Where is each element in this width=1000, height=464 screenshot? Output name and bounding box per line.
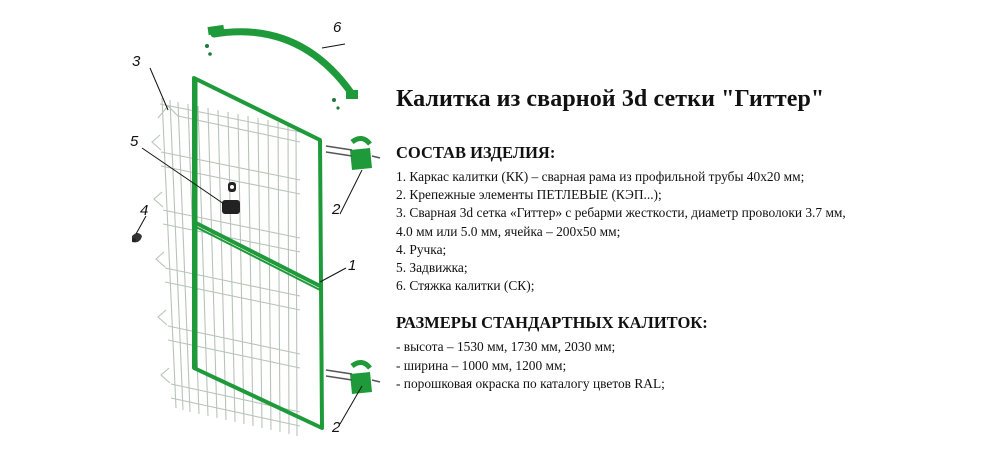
composition-item: 5. Задвижка; xyxy=(396,260,468,276)
leader-lines xyxy=(135,43,363,425)
composition-item: 4. Ручка; xyxy=(396,241,447,257)
mesh-panel xyxy=(151,97,301,437)
callout-3: 3 xyxy=(132,53,141,70)
sizes-item: - высота – 1530 мм, 1730 мм, 2030 мм; xyxy=(396,339,616,355)
handle-part xyxy=(132,233,142,243)
page-title: Калитка из сварной 3d сетки "Гиттер" xyxy=(396,86,825,112)
composition-heading: СОСТАВ ИЗДЕЛИЯ: xyxy=(396,143,556,162)
callout-2-top: 2 xyxy=(331,201,341,218)
arch-brace xyxy=(205,24,358,110)
composition-item: 1. Каркас калитки (КК) – сварная рама из… xyxy=(396,169,805,184)
callout-1: 1 xyxy=(348,257,356,274)
composition-item: 4.0 мм или 5.0 мм, ячейка – 200х50 мм; xyxy=(396,223,621,239)
composition-item: 2. Крепежные элементы ПЕТЛЕВЫЕ (КЭП...); xyxy=(396,187,662,203)
sizes-section: РАЗМЕРЫ СТАНДАРТНЫХ КАЛИТОК: - высота – … xyxy=(396,313,986,393)
composition-item: 6. Стяжка калитки (СК); xyxy=(396,278,535,294)
composition-item: 3. Сварная 3d сетка «Гиттер» с ребарми ж… xyxy=(396,205,846,221)
callout-4: 4 xyxy=(140,202,148,219)
latch xyxy=(222,182,240,214)
gate-exploded-diagram: 3 5 4 1 6 2 2 xyxy=(130,19,381,437)
callout-5: 5 xyxy=(130,133,139,150)
hinge-bottom xyxy=(325,360,381,394)
composition-section: СОСТАВ ИЗДЕЛИЯ: 1. Каркас калитки (КК) –… xyxy=(396,143,986,295)
sizes-heading: РАЗМЕРЫ СТАНДАРТНЫХ КАЛИТОК: xyxy=(396,313,708,333)
hinge-top xyxy=(325,136,381,170)
description-panel: Калитка из сварной 3d сетки "Гиттер" СОС… xyxy=(396,86,986,411)
callout-6: 6 xyxy=(333,19,342,36)
callout-2-bottom: 2 xyxy=(331,419,341,436)
sizes-item: - ширина – 1000 мм, 1200 мм; xyxy=(396,357,567,373)
gate-frame xyxy=(192,76,324,430)
sizes-item: - порошковая окраска по каталогу цветов … xyxy=(396,375,665,391)
